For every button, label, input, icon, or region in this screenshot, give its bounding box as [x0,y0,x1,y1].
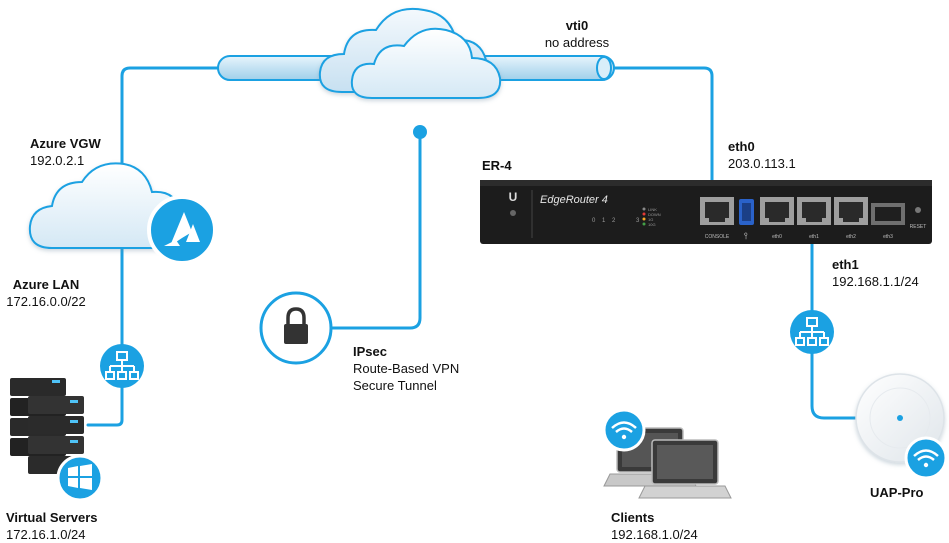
legend-link: LINK [648,207,657,212]
eth1-ip: 192.168.1.1/24 [832,274,919,289]
windows-icon [56,454,104,502]
eth0-name: eth0 [728,139,755,154]
azure-vgw-label: Azure VGW 192.0.2.1 [30,135,101,169]
ethernet-port-eth0 [760,197,794,225]
azure-vgw-ip: 192.0.2.1 [30,153,85,168]
legend-1g: 1G [648,217,653,222]
vti0-label: vti0 no address [543,17,611,51]
virtual-servers-subnet: 172.16.1.0/24 [6,527,86,542]
server-icon [10,378,84,474]
usb-icon: ⫯ [744,231,748,241]
ipsec-label: IPsec Route-Based VPN Secure Tunnel [353,343,459,394]
eth1-name: eth1 [832,257,859,272]
uap-pro-label: UAP-Pro [870,484,923,501]
console-port [700,197,734,225]
led-label: 2 [612,218,616,224]
azure-lan-subnet: 172.16.0.0/22 [6,294,86,309]
azure-lan-name: Azure LAN [12,277,80,292]
virtual-servers-name: Virtual Servers [6,510,98,525]
tunnel-endpoint-dot [413,125,427,139]
uap-pro-name: UAP-Pro [870,485,924,500]
ipsec-line2: Secure Tunnel [353,378,437,393]
port-label-eth1: eth1 [809,234,819,240]
sfp-port-eth3 [871,203,905,225]
edgerouter-device: U EdgeRouter 4 0 1 2 3 LINK DOWN 1G 10G … [480,180,932,244]
router-led-labels: 0 1 2 3 [592,218,640,224]
eth1-to-uap-line [810,226,864,420]
port-label-reset: RESET [910,224,927,230]
er4-label: ER-4 [482,157,512,174]
led-label: 1 [602,218,606,224]
wifi-icon [602,408,646,452]
azure-lan-label: Azure LAN 172.16.0.0/22 [6,276,86,310]
lock-icon [259,291,333,365]
internet-cloud [318,8,502,99]
legend-10g: 10G [648,222,656,227]
clients-name: Clients [611,510,655,525]
port-label-console: CONSOLE [705,234,730,240]
ethernet-port-eth2 [834,197,868,225]
port-label-eth0: eth0 [772,234,782,240]
connection-lines [86,66,864,427]
router-model-label: EdgeRouter 4 [540,194,608,206]
network-switch-icon [790,310,834,354]
vti0-name: vti0 [565,18,589,33]
ipsec-line1: Route-Based VPN [353,361,460,376]
laptop-icon [603,427,732,499]
router-legend: LINK DOWN 1G 10G [642,207,661,227]
ethernet-port-eth1 [797,197,831,225]
router-port-labels: CONSOLE eth0 eth1 eth2 eth3 RESET [705,224,927,240]
azure-uplink-line [120,66,224,170]
port-label-eth3: eth3 [883,234,893,240]
legend-down: DOWN [648,212,661,217]
ipsec-tunnel-line [326,130,422,330]
clients-label: Clients 192.168.1.0/24 [611,509,698,543]
azure-lan-line [86,243,124,427]
azure-vgw-name: Azure VGW [30,136,101,151]
ipsec-name: IPsec [353,344,387,359]
eth1-label: eth1 192.168.1.1/24 [832,256,919,290]
led-label: 3 [636,218,640,224]
usb-port [739,199,754,225]
clients-subnet: 192.168.1.0/24 [611,527,698,542]
vti0-detail: no address [544,35,610,50]
er4-name: ER-4 [482,158,512,173]
eth0-ip: 203.0.113.1 [728,156,796,171]
network-switch-icon [100,344,144,388]
led-label: 0 [592,218,596,224]
eth0-label: eth0 203.0.113.1 [728,138,796,172]
router-brand-logo: U [509,190,518,204]
port-label-eth2: eth2 [846,234,856,240]
virtual-servers-label: Virtual Servers 172.16.1.0/24 [6,509,98,543]
vti0-to-eth0-line [610,66,714,192]
wifi-icon [904,436,948,480]
azure-icon [147,195,217,265]
